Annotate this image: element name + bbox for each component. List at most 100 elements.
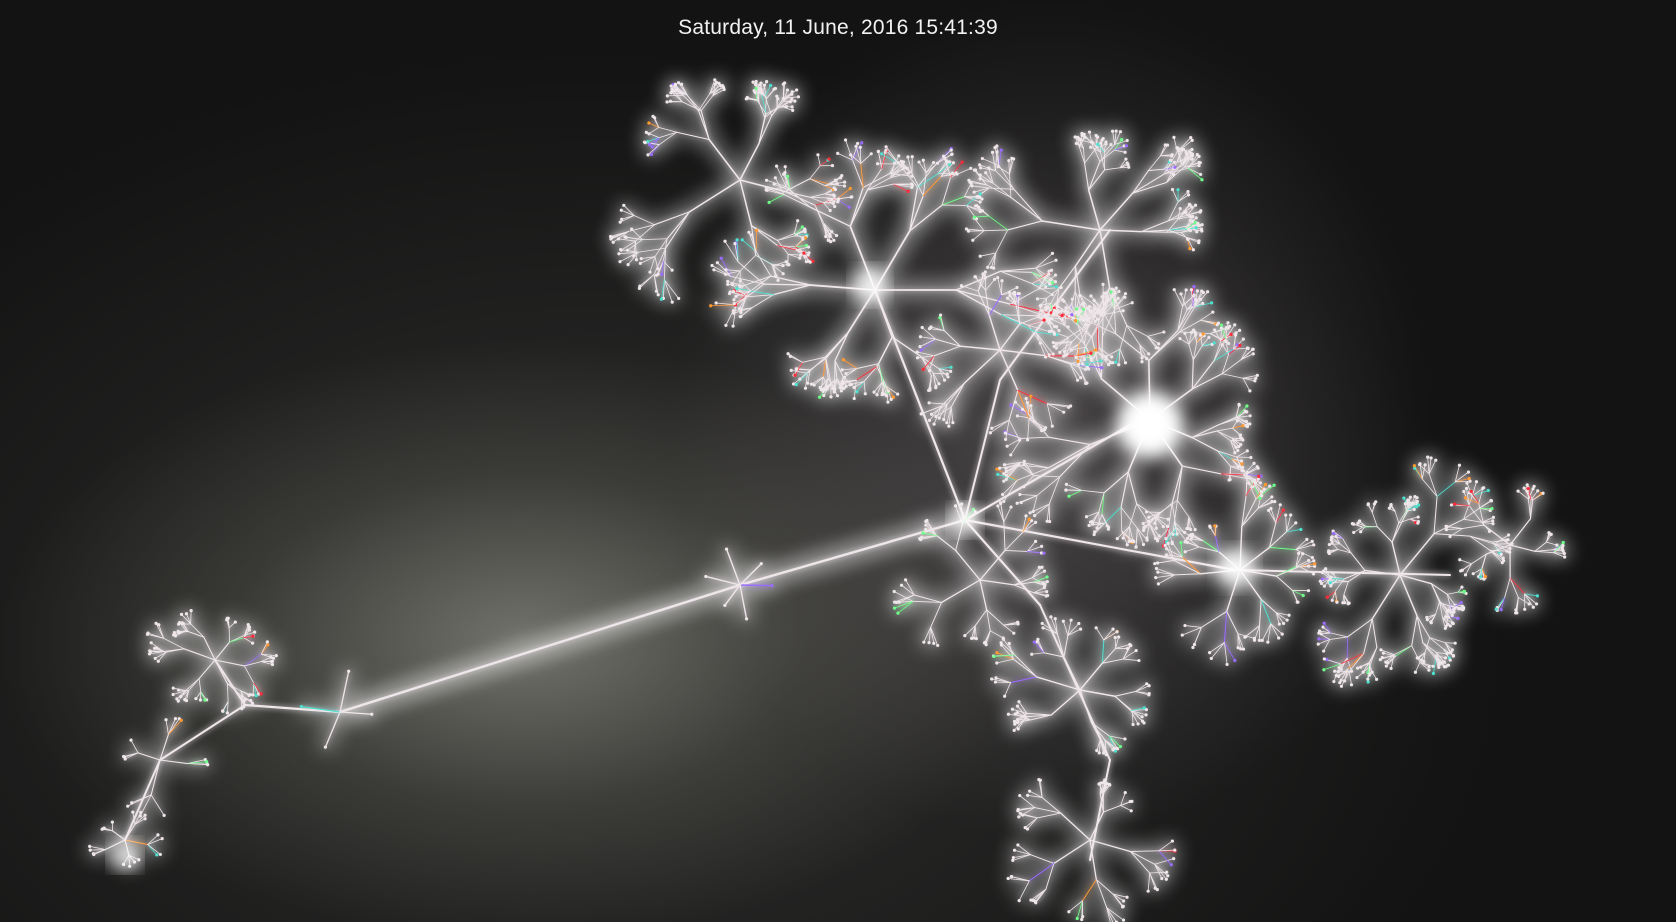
spine-edge — [243, 703, 342, 714]
branch-edge — [761, 93, 767, 115]
branch-edge — [905, 579, 915, 596]
graph-node — [1117, 363, 1121, 367]
branch-edge — [1269, 531, 1287, 548]
branch-edge — [711, 265, 732, 277]
branch-edge — [917, 355, 935, 359]
branch-edge — [1187, 155, 1200, 169]
branch-edge — [1393, 645, 1413, 656]
branch-edge — [964, 196, 983, 200]
branch-edge — [1112, 893, 1124, 902]
branch-edge — [1154, 515, 1168, 527]
branch-edge — [1158, 849, 1176, 852]
branch-edge — [1104, 167, 1121, 171]
branch-edge — [765, 105, 782, 115]
graph-node — [1188, 247, 1192, 251]
branch-edge — [739, 307, 753, 318]
branch-edge — [1067, 628, 1082, 636]
branch-edge — [1019, 316, 1039, 325]
branch-edge — [1046, 503, 1050, 522]
branch-edge — [1493, 534, 1509, 545]
branch-edge — [1062, 620, 1069, 636]
branch-edge — [922, 355, 935, 370]
branch-edge — [187, 763, 209, 766]
branch-edge — [240, 695, 252, 701]
graph-node — [724, 323, 728, 327]
branch-edge — [849, 189, 869, 227]
branch-edge — [988, 314, 1001, 351]
branch-edge — [227, 683, 229, 702]
halo-layer — [88, 78, 1567, 922]
graph-node — [793, 373, 797, 377]
branch-edge — [260, 656, 272, 663]
branch-edge — [773, 261, 787, 266]
graph-node — [751, 80, 755, 84]
graph-node — [1080, 362, 1085, 366]
graph-node — [1077, 362, 1081, 366]
branch-edge — [965, 205, 983, 212]
graph-node — [931, 160, 936, 165]
branch-edge — [1033, 591, 1048, 594]
branch-edge — [1108, 735, 1118, 750]
branch-edge — [1085, 346, 1088, 367]
branch-edge — [922, 532, 938, 537]
branch-edge — [1099, 229, 1111, 289]
branch-edge — [1237, 633, 1244, 650]
graph-node — [796, 219, 800, 223]
graph-node — [1123, 150, 1127, 154]
branch-edge — [1260, 598, 1272, 625]
branch-edge — [971, 185, 990, 189]
branch-edge — [1481, 553, 1487, 569]
branch-edge — [1099, 782, 1104, 795]
branch-edge — [1328, 543, 1341, 545]
graph-node — [1193, 203, 1198, 207]
branch-edge — [759, 84, 766, 97]
branch-edge — [1463, 518, 1483, 523]
branch-edge — [1079, 689, 1116, 697]
branch-edge — [1078, 346, 1086, 365]
graph-node — [796, 95, 800, 99]
branch-edge — [1135, 685, 1150, 692]
branch-edge — [243, 637, 253, 644]
branch-edge — [885, 386, 899, 395]
graph-node — [754, 86, 758, 91]
branch-edge — [1213, 340, 1222, 362]
branch-edge — [1286, 522, 1297, 533]
branch-edge — [1023, 475, 1035, 488]
branch-edge — [1326, 590, 1336, 598]
branch-edge — [1131, 710, 1147, 716]
graph-node — [840, 368, 844, 372]
graph-node — [852, 396, 856, 401]
branch-edge — [1101, 492, 1105, 515]
branch-edge — [1017, 304, 1021, 325]
branch-edge — [1102, 783, 1108, 794]
branch-edge — [1463, 507, 1480, 520]
branch-edge — [1179, 338, 1190, 345]
graph-node — [1118, 130, 1123, 134]
branch-edge — [1035, 259, 1057, 269]
branch-edge — [920, 356, 934, 374]
branch-edge — [620, 209, 635, 216]
branch-edge — [1031, 566, 1043, 579]
branch-edge — [1108, 735, 1126, 740]
graph-node — [972, 190, 976, 194]
branch-edge — [1275, 504, 1281, 524]
branch-edge — [1069, 363, 1082, 379]
branch-edge — [1399, 532, 1435, 576]
branch-edge — [1140, 231, 1168, 233]
branch-edge — [1104, 739, 1107, 756]
graph-node — [1240, 462, 1244, 466]
graph-node — [715, 261, 720, 265]
branch-edge — [1243, 474, 1253, 488]
branch-edge — [1163, 167, 1189, 175]
branch-edge — [165, 719, 169, 735]
branch-edge — [1098, 347, 1113, 358]
graph-node — [714, 80, 719, 84]
branch-edge — [137, 752, 161, 761]
branch-edge — [1435, 600, 1441, 615]
branch-edge — [93, 849, 106, 855]
branch-edge — [612, 231, 629, 243]
graph-node — [1185, 152, 1189, 156]
branch-edge — [1165, 527, 1177, 540]
branch-edge — [1240, 353, 1254, 361]
graph-node — [949, 365, 953, 369]
